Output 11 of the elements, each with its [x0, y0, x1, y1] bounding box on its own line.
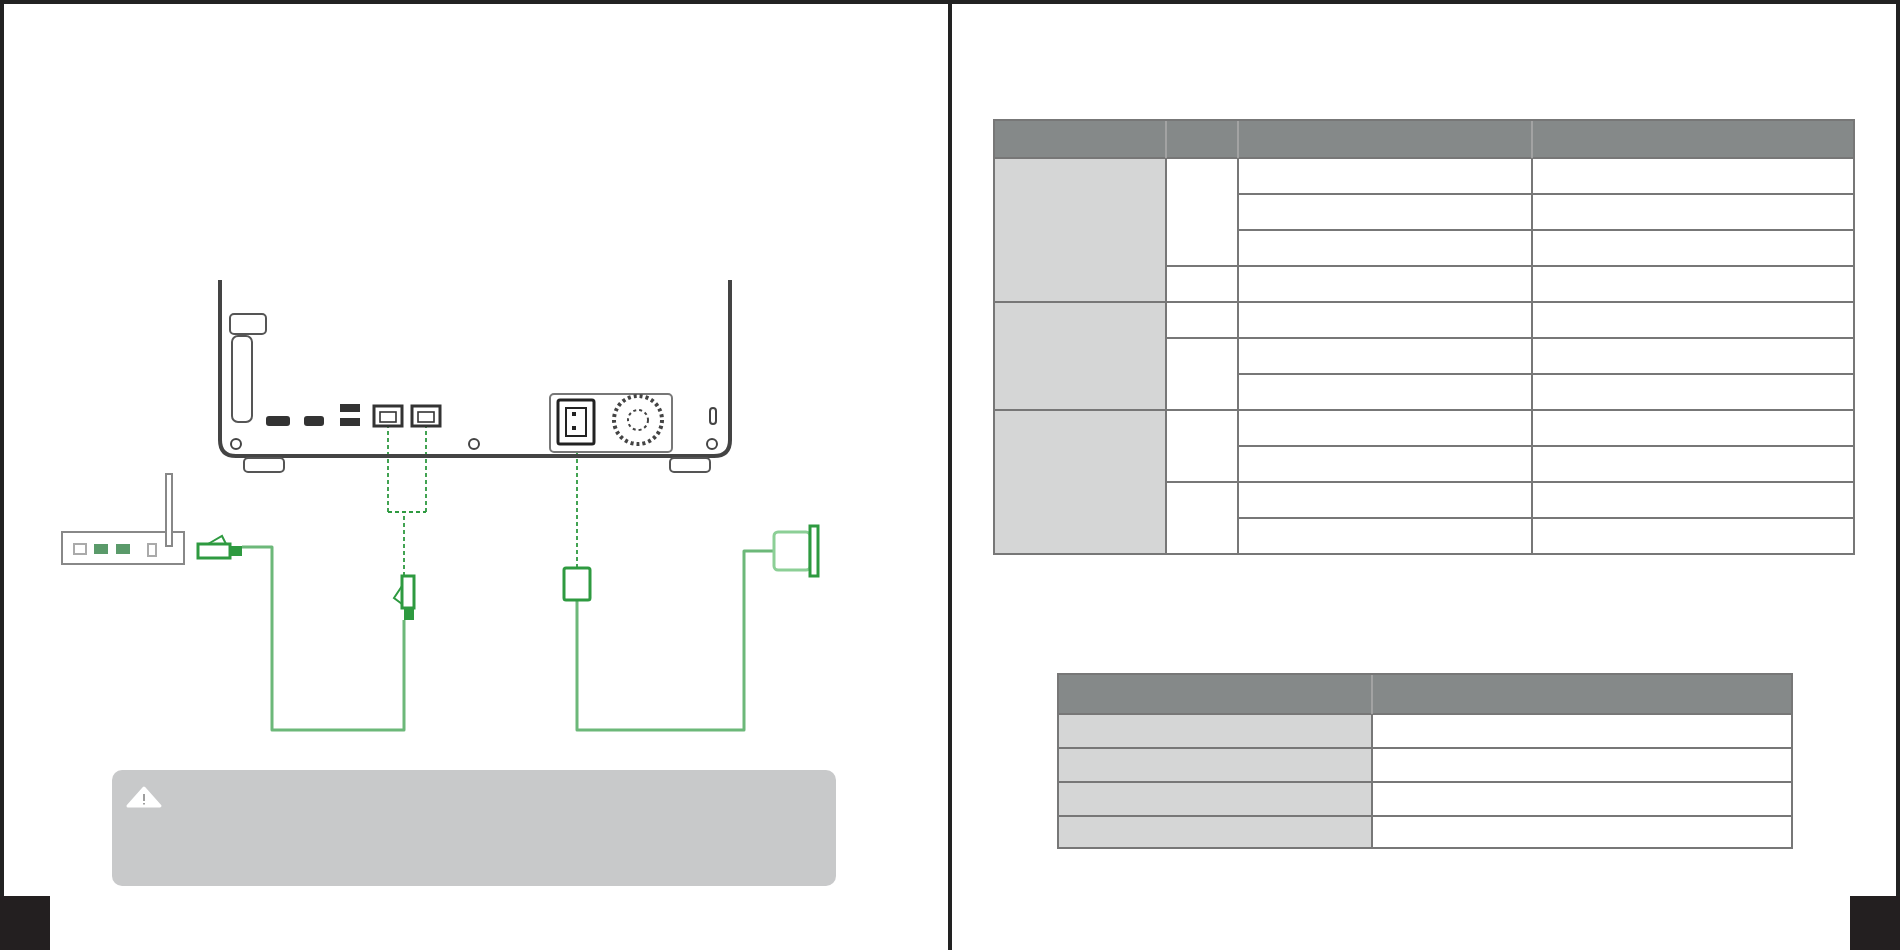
- network-port: [372, 404, 442, 428]
- cable: [242, 545, 406, 732]
- power-connector: [562, 566, 592, 602]
- leader-line: [387, 425, 427, 577]
- cable: [575, 549, 774, 732]
- power-inlet: [556, 398, 596, 446]
- wall-plug: [772, 524, 820, 578]
- router-drawing: [61, 473, 185, 565]
- projector-drawing: [218, 280, 732, 473]
- network-plug: [196, 534, 242, 560]
- network-plug: [392, 574, 416, 620]
